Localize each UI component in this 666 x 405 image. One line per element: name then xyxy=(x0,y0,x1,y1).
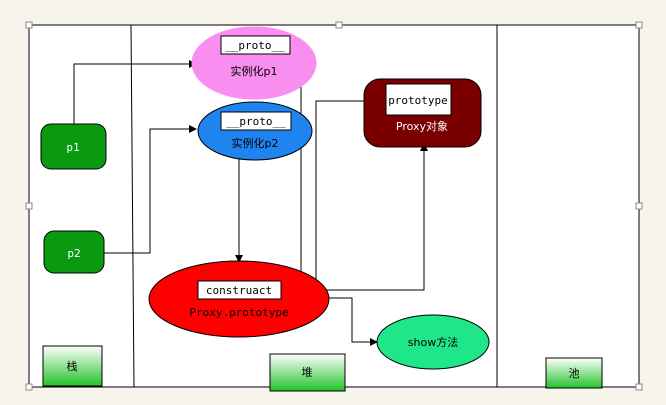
construct-to-proxy-object-arrow xyxy=(281,143,428,291)
node-p1-label: p1 xyxy=(66,141,79,154)
proxy-prototype-ellipse[interactable]: construact Proxy.prototype xyxy=(148,260,330,338)
proxy-object-label: Proxy对象 xyxy=(396,119,448,133)
selection-handle-icon[interactable] xyxy=(635,202,643,210)
selection-handle-icon[interactable] xyxy=(25,202,33,210)
heap-region-label[interactable]: 堆 xyxy=(269,353,346,392)
pool-label: 池 xyxy=(569,367,580,380)
stack-heap-divider xyxy=(130,24,135,388)
node-p2[interactable]: p2 xyxy=(43,230,105,274)
show-method-label: show方法 xyxy=(408,335,458,349)
show-method-ellipse[interactable]: show方法 xyxy=(376,314,490,370)
instance1-label: 实例化p1 xyxy=(231,64,278,78)
heap-label: 堆 xyxy=(302,366,313,379)
selection-handle-icon[interactable] xyxy=(25,21,33,29)
selection-handle-icon[interactable] xyxy=(25,383,33,391)
proxy-object-box[interactable]: prototype Proxy对象 xyxy=(363,78,482,148)
instance-p2-ellipse[interactable]: __proto__ 实例化p2 xyxy=(197,101,313,161)
p1-to-instance1-arrow xyxy=(73,60,197,124)
proxy-prototype-to-show-arrow xyxy=(328,297,378,346)
proto1-label: __proto__ xyxy=(225,39,285,52)
proto2-box xyxy=(220,111,292,131)
prototype-link-line xyxy=(315,100,386,282)
construct-label: construact xyxy=(206,284,272,297)
prototype-box xyxy=(385,83,452,116)
construct-box xyxy=(197,280,282,300)
prototype-label: prototype xyxy=(388,94,448,107)
p2-to-instance2-arrow xyxy=(104,125,197,254)
selection-handle-icon[interactable] xyxy=(635,21,643,29)
node-p1[interactable]: p1 xyxy=(40,123,107,170)
stack-label: 栈 xyxy=(67,359,78,373)
instance-p1-ellipse[interactable]: __proto__ 实例化p1 xyxy=(191,26,317,100)
proto1-box xyxy=(220,35,291,55)
pool-region-label[interactable]: 池 xyxy=(545,357,603,389)
diagram-frame xyxy=(28,24,640,388)
proto2-label: __proto__ xyxy=(226,115,286,128)
proxy-prototype-label: Proxy.prototype xyxy=(189,306,288,319)
node-p2-label: p2 xyxy=(67,247,80,260)
instance2-label: 实例化p2 xyxy=(232,136,279,150)
selection-handle-icon[interactable] xyxy=(635,383,643,391)
selection-handle-icon[interactable] xyxy=(335,21,343,29)
stack-region-label[interactable]: 栈 xyxy=(42,345,103,387)
